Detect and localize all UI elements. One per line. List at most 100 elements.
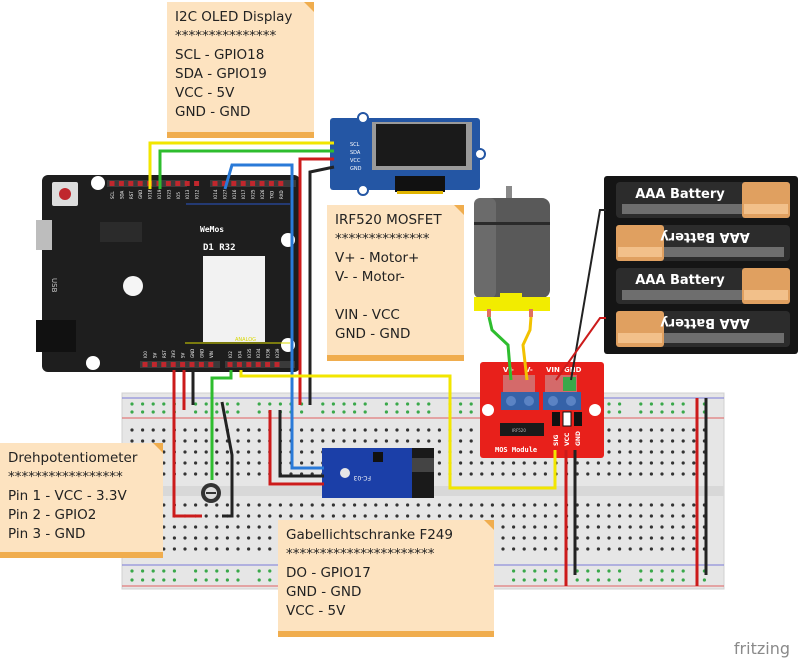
breadboard-hole	[660, 578, 664, 582]
wire-sda-green	[158, 149, 334, 189]
note-oled: I2C OLED Display *************** SCL - G…	[167, 2, 314, 138]
breadboard-hole	[268, 503, 272, 507]
breadboard-hole	[522, 547, 526, 551]
breadboard-hole	[162, 472, 166, 476]
breadboard-hole	[194, 410, 198, 414]
pin-label: GND	[190, 349, 195, 358]
breadboard-hole	[469, 450, 473, 454]
breadboard-hole	[342, 514, 346, 518]
breadboard-hole	[395, 428, 399, 432]
breadboard-hole	[395, 410, 399, 414]
note-title: IRF520 MOSFET	[335, 212, 442, 228]
oled-pin-scl: SCL	[350, 142, 360, 148]
pin-label: IO5	[176, 192, 181, 199]
breadboard-hole	[162, 450, 166, 454]
breadboard-hole	[416, 514, 420, 518]
breadboard-hole	[215, 514, 219, 518]
pin-gnd	[137, 181, 143, 186]
battery-label: AAA Battery	[635, 273, 725, 288]
breadboard-hole	[501, 472, 505, 476]
breadboard-hole	[130, 569, 134, 573]
oled-pin-gnd: GND	[350, 166, 362, 172]
pin-io4	[236, 362, 242, 367]
battery-label: AAA Battery	[660, 315, 750, 330]
note-line: V- - Motor-	[335, 269, 405, 285]
breadboard-hole	[342, 439, 346, 443]
wire-oled-gnd-black	[308, 165, 335, 405]
breadboard-hole	[204, 578, 208, 582]
pin-rxd	[278, 181, 284, 186]
note-line: VCC - 5V	[175, 85, 235, 101]
breadboard-hole	[554, 536, 558, 540]
breadboard-hole	[490, 472, 494, 476]
breadboard-hole	[141, 428, 145, 432]
pin-label: IO0	[143, 351, 148, 358]
breadboard-hole	[618, 514, 622, 518]
breadboard-hole	[649, 410, 654, 414]
breadboard-hole	[649, 547, 654, 551]
breadboard-hole	[628, 514, 632, 518]
breadboard-hole	[215, 569, 219, 573]
breadboard-hole	[353, 503, 357, 507]
breadboard-hole	[596, 536, 601, 540]
breadboard-hole	[204, 410, 208, 414]
breadboard-hole	[586, 461, 590, 465]
note-line: Pin 1 - VCC - 3.3V	[8, 488, 127, 504]
breadboard-hole	[660, 503, 664, 507]
note-title: Drehpotentiometer	[8, 450, 138, 466]
breadboard-hole	[501, 547, 505, 551]
breadboard-hole	[353, 514, 357, 518]
breadboard-hole	[437, 428, 441, 432]
breadboard-hole	[236, 525, 240, 529]
board-model: D1 R32	[203, 243, 236, 253]
breadboard-hole	[162, 514, 166, 518]
breadboard-hole	[639, 402, 643, 406]
breadboard-hole	[162, 578, 166, 582]
breadboard-hole	[289, 503, 293, 507]
breadboard-hole	[406, 514, 410, 518]
breadboard-hole	[490, 503, 494, 507]
note-potentiometer: Drehpotentiometer ***************** Pin …	[0, 443, 163, 558]
breadboard-hole	[172, 547, 176, 551]
breadboard-hole	[141, 578, 145, 582]
breadboard-hole	[236, 461, 240, 465]
breadboard-hole	[628, 547, 632, 551]
breadboard-hole	[300, 503, 304, 507]
breadboard-hole	[437, 472, 441, 476]
note-line: SCL - GPIO18	[175, 47, 265, 63]
breadboard-hole	[183, 536, 187, 540]
breadboard-hole	[586, 547, 590, 551]
breadboard-hole	[459, 503, 463, 507]
breadboard-hole	[660, 525, 664, 529]
breadboard-hole	[681, 410, 685, 414]
breadboard-hole	[649, 428, 654, 432]
breadboard-hole	[671, 428, 675, 432]
note-spacer	[335, 287, 456, 306]
breadboard-hole	[660, 569, 664, 573]
fork-light-barrier-sensor: FC-03	[322, 448, 434, 498]
note-line: V+ - Motor+	[335, 250, 420, 266]
breadboard-hole	[649, 514, 654, 518]
breadboard-hole	[607, 450, 611, 454]
breadboard-hole	[586, 514, 590, 518]
breadboard-hole	[511, 569, 516, 573]
pin-label-sig: SIG	[553, 434, 560, 446]
breadboard-hole	[395, 503, 399, 507]
pin-io34	[255, 362, 261, 367]
breadboard-hole	[681, 578, 685, 582]
pin-rst	[161, 362, 167, 367]
wire-sensor-vcc-red	[268, 410, 324, 486]
breadboard-hole	[257, 428, 261, 432]
pin-label: IO27	[222, 189, 227, 199]
breadboard-hole	[247, 547, 251, 551]
oled-screen	[376, 124, 466, 166]
breadboard-hole	[384, 402, 388, 406]
breadboard-hole	[681, 503, 685, 507]
breadboard-hole	[522, 461, 526, 465]
breadboard-hole	[554, 514, 558, 518]
breadboard-hole	[257, 402, 261, 406]
breadboard-hole	[162, 410, 166, 414]
pin-label: IO23	[166, 189, 171, 199]
